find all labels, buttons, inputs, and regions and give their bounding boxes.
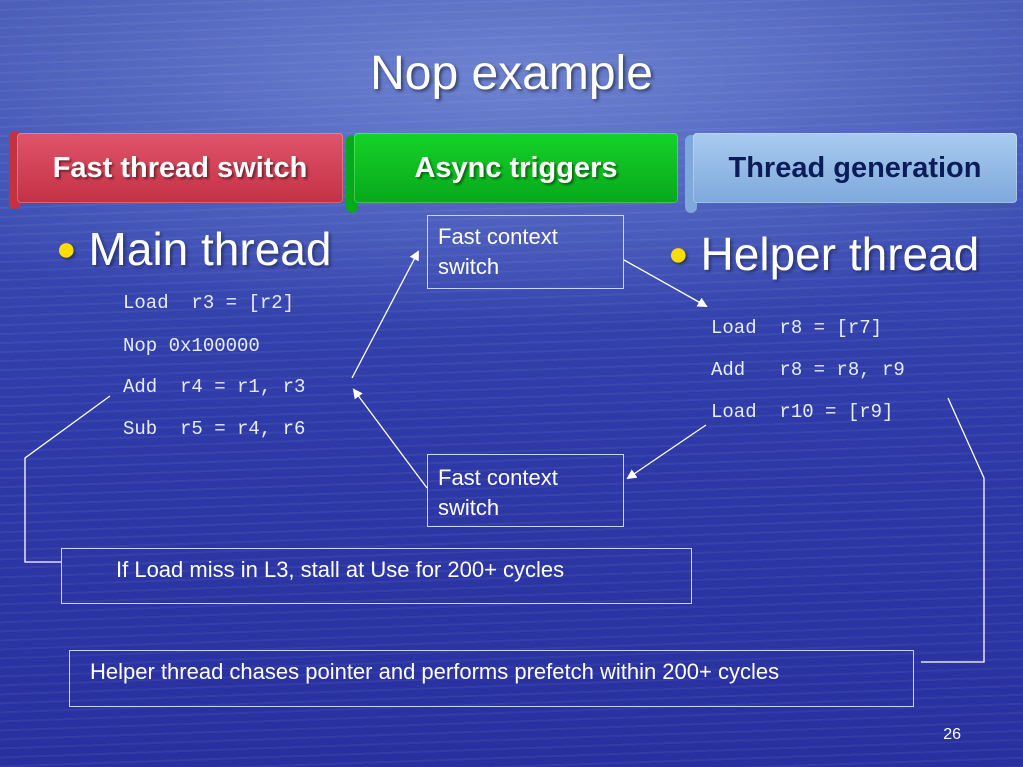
arrow-to-bottom-switch [628,425,706,478]
bracket-line-left [25,396,110,562]
bracket-line-right [921,398,984,662]
arrow-to-helper [624,260,706,306]
page-number: 26 [943,726,961,744]
arrow-to-main-add [354,390,427,488]
arrow-to-top-switch [352,252,418,378]
